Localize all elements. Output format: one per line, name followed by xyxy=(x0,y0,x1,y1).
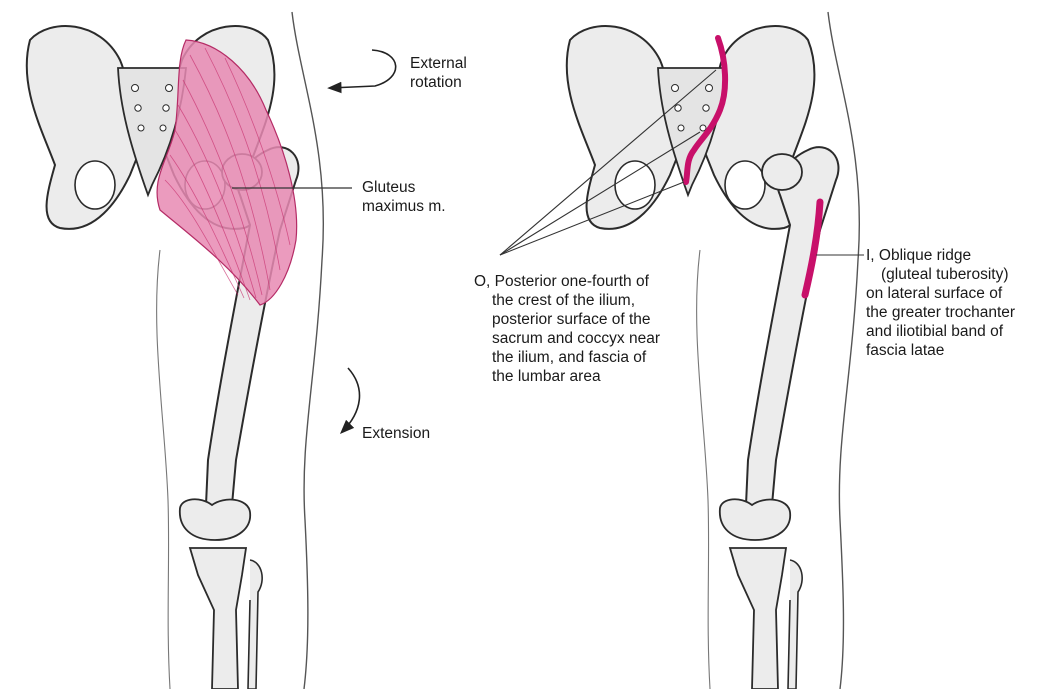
origin-line-4: sacrum and coccyx near xyxy=(492,330,660,347)
right-figure xyxy=(499,11,864,689)
gluteus-maximus-line-1: Gluteus xyxy=(362,179,416,196)
curved-arrow-extension-icon xyxy=(339,367,361,435)
insertion-label: I, Oblique ridge (gluteal tuberosity) on… xyxy=(866,246,1015,360)
gluteus-maximus-label: Gluteus maximus m. xyxy=(362,178,446,216)
right-pelvis xyxy=(565,25,816,230)
origin-attachment-mark xyxy=(683,35,729,185)
insertion-line-6: fascia latae xyxy=(866,342,945,359)
gluteus-maximus-line-2: maximus m. xyxy=(362,198,446,215)
origin-line-2: the crest of the ilium, xyxy=(492,292,636,309)
external-rotation-line-2: rotation xyxy=(410,74,462,91)
origin-line-6: the lumbar area xyxy=(492,368,601,385)
left-medial-outline xyxy=(156,249,171,689)
insertion-attachment-mark xyxy=(801,198,824,299)
origin-line-1: O, Posterior one-fourth of xyxy=(474,273,649,290)
right-body-outline xyxy=(827,11,861,689)
curved-arrow-external-rotation-icon xyxy=(327,49,397,94)
insertion-line-2: (gluteal tuberosity) xyxy=(881,266,1009,283)
right-medial-outline xyxy=(696,249,711,689)
external-rotation-line-1: External xyxy=(410,55,467,72)
insertion-line-4: the greater trochanter xyxy=(866,304,1016,321)
origin-line-3: posterior surface of the xyxy=(492,311,651,328)
origin-leader-lines xyxy=(499,69,717,256)
insertion-line-5: and iliotibial band of xyxy=(866,323,1004,340)
origin-line-5: the ilium, and fascia of xyxy=(492,349,647,366)
insertion-line-3: on lateral surface of xyxy=(866,285,1003,302)
left-body-outline xyxy=(291,11,325,689)
gluteus-maximus-muscle xyxy=(156,39,298,306)
insertion-line-1: I, Oblique ridge xyxy=(866,247,972,264)
external-rotation-label: External rotation xyxy=(410,54,467,92)
left-figure xyxy=(25,11,397,689)
extension-text: Extension xyxy=(362,425,431,442)
extension-label: Extension xyxy=(362,424,430,443)
origin-label: O, Posterior one-fourth of the crest of … xyxy=(474,272,660,386)
